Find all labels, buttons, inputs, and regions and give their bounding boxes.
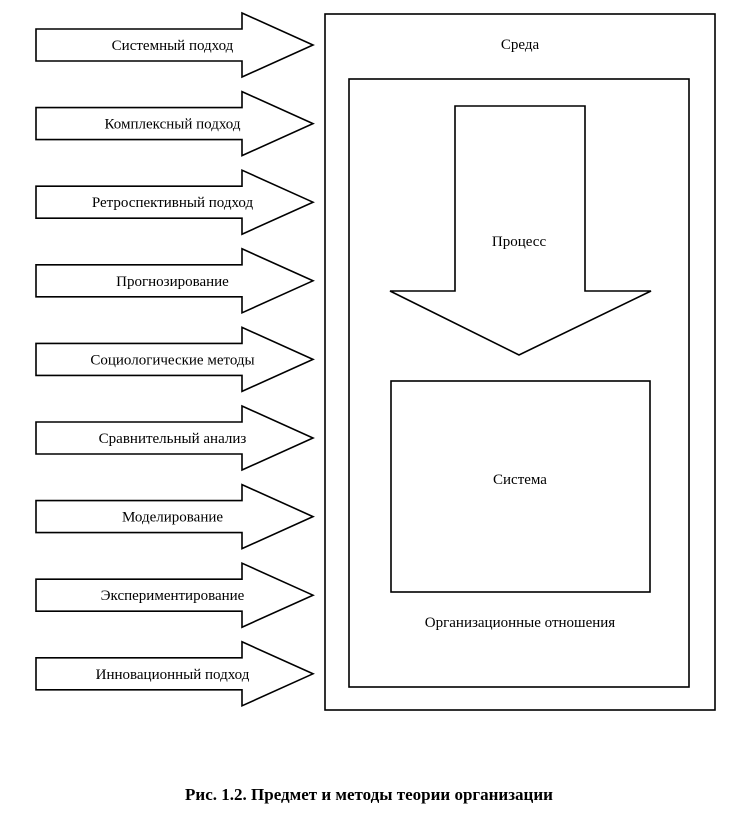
method-label: Прогнозирование xyxy=(116,274,229,290)
method-label: Комплексный подход xyxy=(105,117,241,133)
method-arrow: Прогнозирование xyxy=(35,247,315,315)
method-label: Сравнительный анализ xyxy=(99,431,247,447)
method-arrow: Экспериментирование xyxy=(35,561,315,629)
method-label: Ретроспективный подход xyxy=(92,195,254,211)
method-arrow-shape xyxy=(35,483,315,550)
method-arrow-shape xyxy=(35,247,315,315)
method-arrow: Ретроспективный подход xyxy=(35,168,315,236)
method-arrow-shape xyxy=(35,404,315,472)
process-label: Процесс xyxy=(492,234,547,250)
method-arrow-shape xyxy=(35,11,315,79)
environment-frame xyxy=(324,13,716,711)
method-arrow-shape xyxy=(35,90,315,157)
organizational-relations-frame xyxy=(348,78,690,688)
method-arrow-shape xyxy=(35,326,315,393)
method-arrow-shape xyxy=(35,640,315,708)
method-arrow-shape xyxy=(35,561,315,629)
method-label: Системный подход xyxy=(112,38,234,54)
method-label: Моделирование xyxy=(122,510,223,526)
method-arrow: Сравнительный анализ xyxy=(35,404,315,472)
method-arrow: Моделирование xyxy=(35,483,315,550)
system-label: Система xyxy=(493,472,547,488)
method-label: Экспериментирование xyxy=(101,588,245,604)
method-arrow: Комплексный подход xyxy=(35,90,315,157)
environment-label: Среда xyxy=(501,37,540,53)
organizational-relations-label: Организационные отношения xyxy=(425,615,616,631)
method-arrow: Инновационный подход xyxy=(35,640,315,708)
figure-caption: Рис. 1.2. Предмет и методы теории органи… xyxy=(185,785,553,804)
method-label: Инновационный подход xyxy=(96,667,250,683)
method-arrow-shape xyxy=(35,168,315,236)
method-arrow: Системный подход xyxy=(35,11,315,79)
method-arrow: Социологические методы xyxy=(35,326,315,393)
process-arrow xyxy=(389,105,652,356)
method-label: Социологические методы xyxy=(90,352,254,368)
system-box xyxy=(390,380,651,593)
